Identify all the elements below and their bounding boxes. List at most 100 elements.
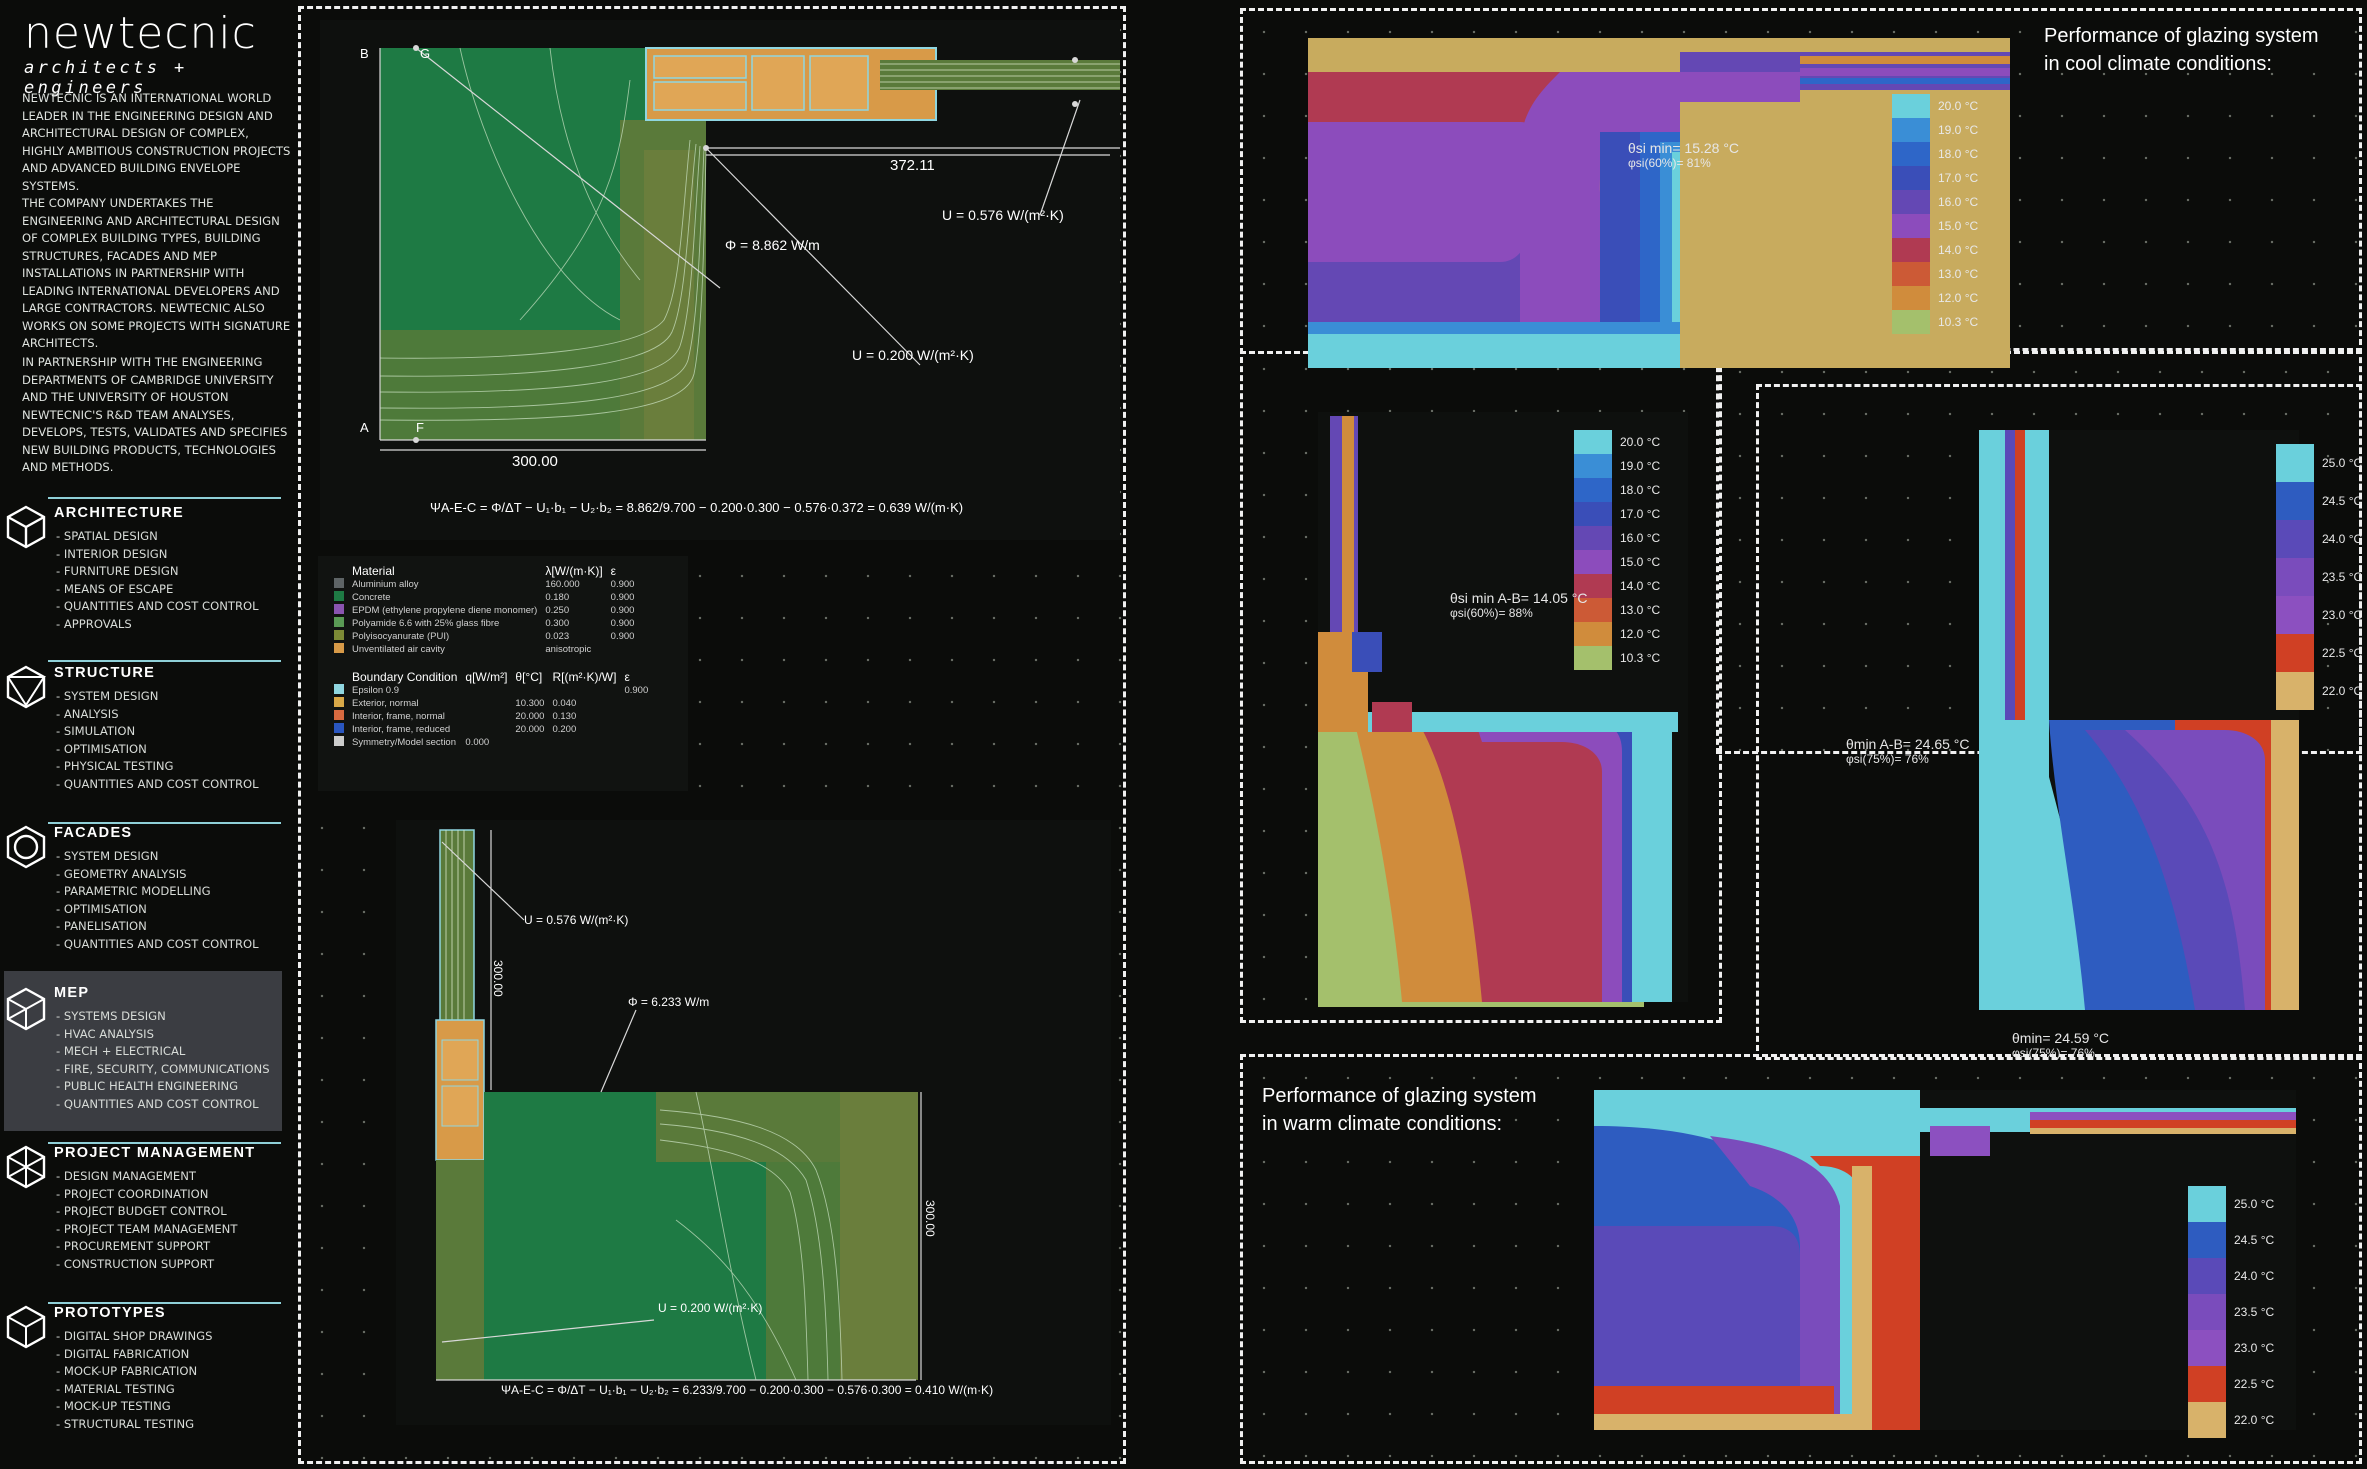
legend-row: 13.0 °C (1892, 262, 1978, 286)
intro-paragraph-1: NEWTECNIC IS AN INTERNATIONAL WORLD LEAD… (22, 91, 291, 193)
list-item[interactable]: HVAC ANALYSIS (56, 1026, 270, 1044)
warm-frame-inner (1756, 384, 2362, 1060)
list-item[interactable]: GEOMETRY ANALYSIS (56, 866, 259, 884)
phi-label-2: Φ = 6.233 W/m (628, 995, 709, 1009)
list-item[interactable]: STRUCTURAL TESTING (56, 1416, 212, 1434)
legend-row: 24.5 °C (2276, 482, 2362, 520)
legend-row: 10.3 °C (1574, 646, 1660, 670)
legend-row: 24.0 °C (2276, 520, 2362, 558)
list-item[interactable]: QUANTITIES AND COST CONTROL (56, 776, 259, 794)
legend-row: 19.0 °C (1574, 454, 1660, 478)
list-item[interactable]: PARAMETRIC MODELLING (56, 883, 259, 901)
dimension-height: 372.11 (890, 157, 935, 174)
cube-icon (6, 505, 46, 549)
list-item[interactable]: MOCK-UP FABRICATION (56, 1363, 212, 1381)
list-item[interactable]: OPTIMISATION (56, 901, 259, 919)
legend-row: 22.5 °C (2276, 634, 2362, 672)
section-title: ARCHITECTURE (54, 505, 184, 521)
list-item[interactable]: MATERIAL TESTING (56, 1381, 212, 1399)
legend-row: 23.5 °C (2276, 558, 2362, 596)
list-item[interactable]: SIMULATION (56, 723, 259, 741)
list-item[interactable]: PROCUREMENT SUPPORT (56, 1238, 237, 1256)
list-item[interactable]: DESIGN MANAGEMENT (56, 1168, 237, 1186)
brand-logo: newtecnic (24, 8, 257, 59)
list-item[interactable]: PANELISATION (56, 918, 259, 936)
legend-row: 15.0 °C (1892, 214, 1978, 238)
list-item[interactable]: PUBLIC HEALTH ENGINEERING (56, 1078, 270, 1096)
psi-formula-2: ΨA-E-C = Φ/ΔT − U₁·b₁ − U₂·b₂ = 6.233/9.… (501, 1383, 993, 1397)
list-item[interactable]: PROJECT TEAM MANAGEMENT (56, 1221, 238, 1239)
corner-label-g: G (420, 46, 430, 61)
cool-legend-1: 20.0 °C 19.0 °C 18.0 °C 17.0 °C 16.0 °C … (1892, 94, 1978, 334)
legend-row: 24.5 °C (2188, 1222, 2274, 1258)
sidebar: newtecnic architects + engineers NEWTECN… (0, 0, 290, 1469)
warm-legend-1: 25.0 °C 24.5 °C 24.0 °C 23.5 °C 23.0 °C … (2276, 444, 2362, 710)
list-item[interactable]: PHYSICAL TESTING (56, 758, 259, 776)
legend-row: 23.0 °C (2276, 596, 2362, 634)
section-list: DESIGN MANAGEMENT PROJECT COORDINATION P… (56, 1168, 238, 1274)
list-item[interactable]: QUANTITIES AND COST CONTROL (56, 598, 259, 616)
section-list: SPATIAL DESIGN INTERIOR DESIGN FURNITURE… (56, 528, 259, 633)
list-item[interactable]: PROJECT BUDGET CONTROL (56, 1203, 237, 1221)
section-title: FACADES (54, 825, 133, 841)
list-item[interactable]: QUANTITIES AND COST CONTROL (56, 1096, 270, 1114)
cool-heatmap-1 (1308, 38, 2010, 368)
list-item[interactable]: ANALYSIS (56, 706, 259, 724)
list-item[interactable]: MEANS OF ESCAPE (56, 581, 259, 599)
legend-row: 25.0 °C (2188, 1186, 2274, 1222)
list-item[interactable]: MOCK-UP TESTING (56, 1398, 212, 1416)
list-item[interactable]: DIGITAL SHOP DRAWINGS (56, 1328, 213, 1346)
brand-tagline: architects + engineers (24, 58, 188, 98)
legend-row: 22.0 °C (2188, 1402, 2274, 1438)
list-item[interactable]: DIGITAL FABRICATION (56, 1346, 212, 1364)
dimension-vertical-2: 300.00 (923, 1200, 937, 1237)
intro-paragraph-2: THE COMPANY UNDERTAKES THE ENGINEERING A… (22, 196, 291, 350)
section-title: STRUCTURE (54, 665, 156, 681)
list-item[interactable]: CONSTRUCTION SUPPORT (56, 1256, 237, 1274)
u-wall-label-2: U = 0.200 W/(m²·K) (658, 1301, 762, 1315)
lambda-header: λ[W/(m·K)] (545, 564, 603, 578)
section-title: MEP (54, 985, 90, 1001)
list-item[interactable]: OPTIMISATION (56, 741, 259, 759)
legend-row: 14.0 °C (1574, 574, 1660, 598)
corner-label-a: A (360, 420, 369, 435)
list-item[interactable]: FURNITURE DESIGN (56, 563, 259, 581)
cube-icon (6, 1305, 46, 1349)
list-item[interactable]: APPROVALS (56, 616, 259, 634)
legend-row: 15.0 °C (1574, 550, 1660, 574)
list-item[interactable]: SYSTEM DESIGN (56, 848, 259, 866)
legend-row: 23.5 °C (2188, 1294, 2274, 1330)
legend-row: 22.5 °C (2188, 1366, 2274, 1402)
section-list: SYSTEM DESIGN ANALYSIS SIMULATION OPTIMI… (56, 688, 259, 793)
list-item[interactable]: QUANTITIES AND COST CONTROL (56, 936, 259, 954)
u-glass-label: U = 0.576 W/(m²·K) (942, 207, 1064, 223)
list-item[interactable]: INTERIOR DESIGN (56, 546, 259, 564)
intro-paragraph-3: IN PARTNERSHIP WITH THE ENGINEERING DEPA… (22, 355, 288, 474)
section-diagram-2: U = 0.576 W/(m²·K) Φ = 6.233 W/m U = 0.2… (396, 820, 1111, 1425)
legend-row: 24.0 °C (2188, 1258, 2274, 1294)
list-item[interactable]: SPATIAL DESIGN (56, 528, 259, 546)
u-wall-label: U = 0.200 W/(m²·K) (852, 347, 974, 363)
list-item[interactable]: SYSTEMS DESIGN (56, 1008, 270, 1026)
section-title: PROTOTYPES (54, 1305, 166, 1321)
legend-row: 12.0 °C (1574, 622, 1660, 646)
list-item[interactable]: MECH + ELECTRICAL (56, 1043, 270, 1061)
eps-header: ε (610, 564, 617, 578)
list-item[interactable]: FIRE, SECURITY, COMMUNICATIONS (56, 1061, 270, 1079)
warm-legend-2: 25.0 °C 24.5 °C 24.0 °C 23.5 °C 23.0 °C … (2188, 1186, 2274, 1438)
list-item[interactable]: SYSTEM DESIGN (56, 688, 259, 706)
hexagon-icon (6, 825, 46, 869)
phi-label: Φ = 8.862 W/m (725, 237, 820, 253)
psi-formula: ΨA-E-C = Φ/ΔT − U₁·b₁ − U₂·b₂ = 8.862/9.… (430, 500, 963, 515)
list-item[interactable]: PROJECT COORDINATION (56, 1186, 237, 1204)
